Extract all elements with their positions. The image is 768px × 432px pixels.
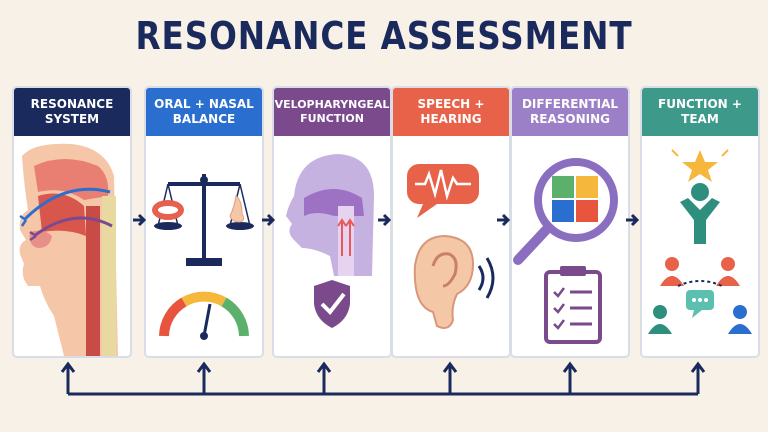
- panel-speech-hearing: SPEECH + HEARING: [391, 86, 511, 358]
- panel-differential-reasoning: DIFFERENTIAL REASONING: [510, 86, 630, 358]
- panel-oral-nasal-balance: ORAL + NASAL BALANCE: [144, 86, 264, 358]
- panel-velopharyngeal-function: VELOPHARYNGEAL FUNCTION: [272, 86, 392, 358]
- panel-label: RESONANCE SYSTEM: [14, 88, 130, 136]
- panel-label: DIFFERENTIAL REASONING: [512, 88, 628, 136]
- head-profile-icon: [286, 154, 374, 328]
- arrow-right-icon: [378, 213, 392, 227]
- panel-label: SPEECH + HEARING: [393, 88, 509, 136]
- team-icon: [648, 149, 752, 334]
- vocal-tract-icon: [19, 143, 119, 356]
- panel-label: ORAL + NASAL BALANCE: [146, 88, 262, 136]
- ear-icon: [407, 164, 495, 329]
- panel-function-team: FUNCTION + TEAM: [640, 86, 760, 358]
- arrow-right-icon: [497, 213, 511, 227]
- arrow-right-icon: [133, 213, 147, 227]
- panel-label: VELOPHARYNGEAL FUNCTION: [274, 88, 390, 136]
- arrow-right-icon: [262, 213, 276, 227]
- magnifier-puzzle-icon: [513, 158, 618, 344]
- arrow-right-icon: [626, 213, 640, 227]
- balance-scale-icon: [152, 174, 254, 340]
- panel-label: FUNCTION + TEAM: [642, 88, 758, 136]
- page-title: RESONANCE ASSESSMENT: [135, 14, 633, 58]
- panel-resonance-system: RESONANCE SYSTEM: [12, 86, 132, 358]
- feedback-loop-arrows: [60, 361, 706, 396]
